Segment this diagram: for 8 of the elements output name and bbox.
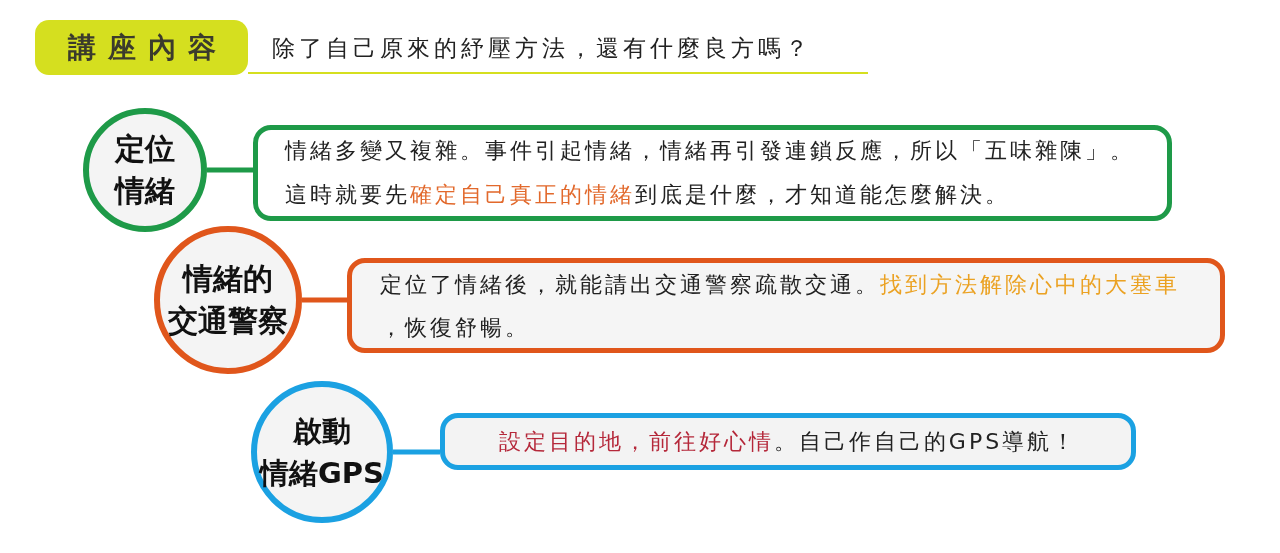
heading-question: 除了自己原來的紓壓方法，還有什麼良方嗎？ [272, 34, 812, 63]
connector-line [393, 449, 440, 455]
connector-line [302, 297, 347, 303]
description-box: 設定目的地，前往好心情。自己作自己的GPS導航！ [440, 413, 1136, 470]
description-box: 定位了情緒後，就能請出交通警察疏散交通。找到方法解除心中的大塞車，恢復舒暢。 [347, 258, 1225, 353]
section-tag: 講座內容 [35, 20, 248, 75]
connector-line [207, 167, 253, 173]
description-box: 情緒多變又複雜。事件引起情緒，情緒再引發連鎖反應，所以「五味雜陳」。這時就要先確定自己真正的情緒到底是什麼，才知道能怎麼解決。 [253, 125, 1172, 221]
